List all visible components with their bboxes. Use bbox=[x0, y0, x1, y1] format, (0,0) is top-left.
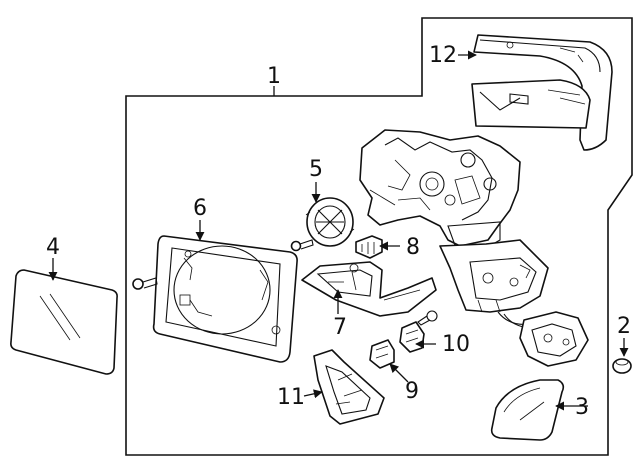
part-12-mirror-cap[interactable] bbox=[471, 34, 613, 151]
part-10-clip[interactable] bbox=[399, 321, 425, 353]
part-8-connector[interactable] bbox=[355, 235, 383, 259]
callout-5: 5 bbox=[309, 157, 323, 182]
callout-2: 2 bbox=[617, 314, 631, 339]
callout-8: 8 bbox=[406, 235, 420, 260]
screw-near-actuator[interactable] bbox=[290, 239, 314, 252]
small-screw[interactable] bbox=[417, 310, 438, 326]
part-9-connector-housing[interactable] bbox=[369, 339, 395, 369]
callout-6: 6 bbox=[193, 196, 207, 221]
part-2-cap[interactable] bbox=[612, 358, 632, 374]
frame-screw[interactable] bbox=[132, 277, 158, 290]
part-4-mirror-glass[interactable] bbox=[10, 269, 118, 375]
callout-3: 3 bbox=[575, 395, 589, 420]
glass-actuator-bracket[interactable] bbox=[519, 311, 589, 367]
part-11-base-cover[interactable] bbox=[313, 349, 385, 425]
leader-11 bbox=[303, 389, 323, 399]
part-6-backing-frame[interactable] bbox=[152, 235, 298, 363]
mirror-housing-assembly[interactable] bbox=[359, 129, 549, 313]
part-3-signal-lens[interactable] bbox=[490, 379, 565, 441]
assembly-frame bbox=[125, 17, 633, 456]
part-5-actuator-motor[interactable] bbox=[305, 197, 355, 247]
callout-12: 12 bbox=[429, 43, 457, 68]
callout-10: 10 bbox=[442, 332, 470, 357]
callout-4: 4 bbox=[46, 235, 60, 260]
leader-9 bbox=[389, 363, 409, 383]
part-7-lower-bracket[interactable] bbox=[301, 261, 437, 317]
callout-9: 9 bbox=[405, 379, 419, 404]
callout-7: 7 bbox=[333, 315, 347, 340]
callout-1: 1 bbox=[267, 64, 281, 89]
callout-11: 11 bbox=[277, 385, 305, 410]
